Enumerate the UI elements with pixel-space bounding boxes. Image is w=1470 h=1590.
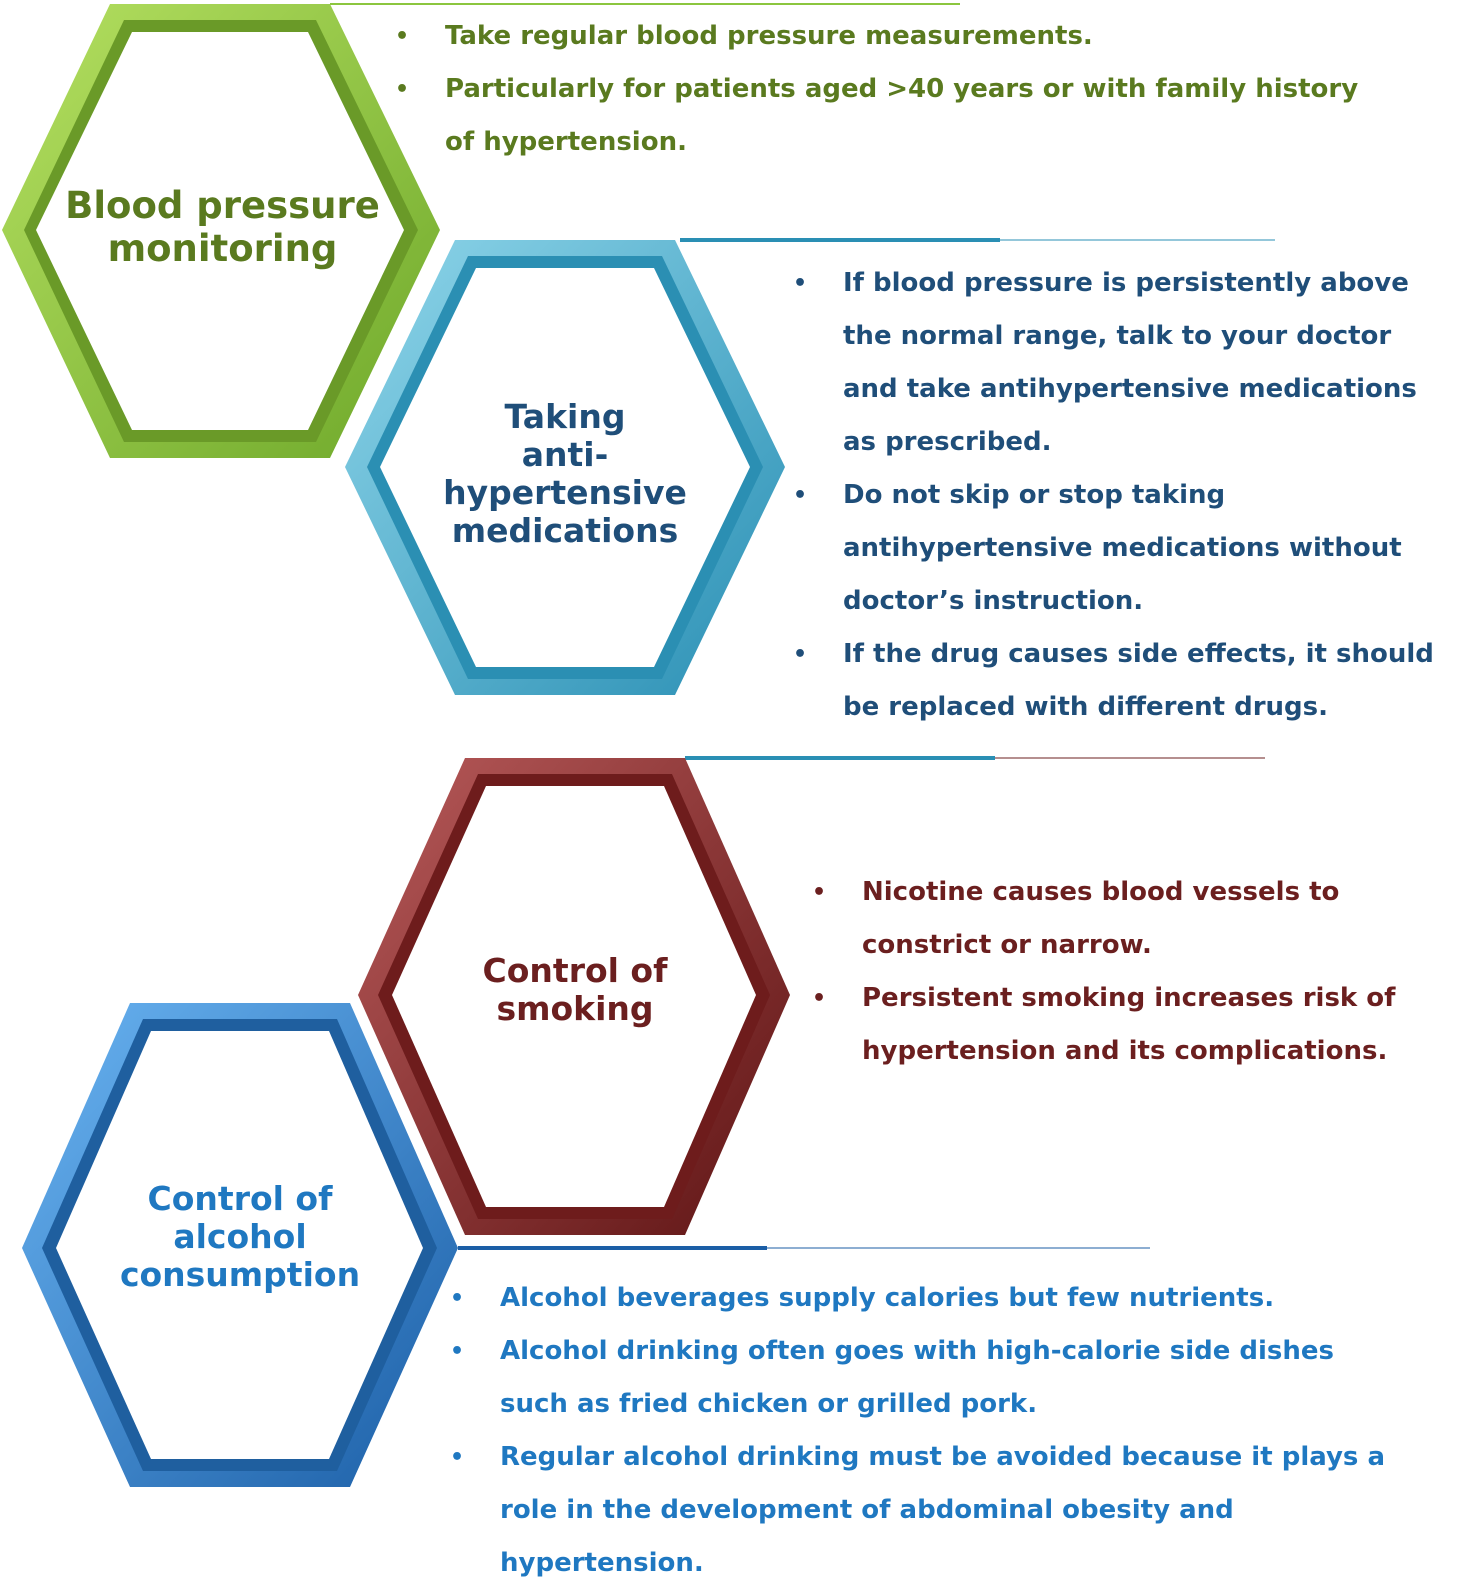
bullets-medications: If blood pressure is persistently above …	[793, 257, 1453, 734]
list-item: If the drug causes side effects, it shou…	[793, 628, 1453, 734]
title-blood-pressure-monitoring: Blood pressure monitoring	[50, 184, 395, 270]
title-line: alcohol	[173, 1216, 307, 1256]
list-item: Nicotine causes blood vessels to constri…	[812, 866, 1462, 972]
title-smoking: Control of smoking	[420, 952, 730, 1028]
hexagon-blood-pressure	[2, 4, 440, 458]
bullets-blood-pressure: Take regular blood pressure measurements…	[395, 10, 1385, 169]
list-item: Persistent smoking increases risk of hyp…	[812, 972, 1462, 1078]
title-line: Control of	[482, 951, 668, 990]
title-medications: Taking anti-hypertensive medications	[405, 398, 725, 550]
bullets-smoking: Nicotine causes blood vessels to constri…	[812, 866, 1462, 1078]
list-item: Alcohol drinking often goes with high-ca…	[450, 1325, 1390, 1431]
list-item: Regular alcohol drinking must be avoided…	[450, 1431, 1390, 1590]
hexagon-smoking	[358, 758, 790, 1235]
list-item: Do not skip or stop taking antihypertens…	[793, 469, 1453, 628]
title-blood-pressure-text: Blood pressure monitoring	[65, 184, 380, 270]
title-line: smoking	[496, 988, 654, 1028]
bullets-alcohol: Alcohol beverages supply calories but fe…	[450, 1272, 1390, 1590]
title-line: anti-hypertensive	[443, 434, 687, 512]
list-item: Alcohol beverages supply calories but fe…	[450, 1272, 1390, 1325]
title-line: medications	[451, 510, 679, 550]
hexagon-alcohol	[22, 1003, 458, 1487]
title-line: Control of	[147, 1179, 333, 1218]
title-line: Taking	[504, 397, 626, 436]
list-item: Particularly for patients aged >40 years…	[395, 63, 1385, 169]
hexagon-medications	[345, 240, 785, 695]
title-line: consumption	[119, 1254, 361, 1294]
list-item: Take regular blood pressure measurements…	[395, 10, 1385, 63]
list-item: If blood pressure is persistently above …	[793, 257, 1453, 469]
title-alcohol: Control of alcohol consumption	[90, 1180, 390, 1294]
